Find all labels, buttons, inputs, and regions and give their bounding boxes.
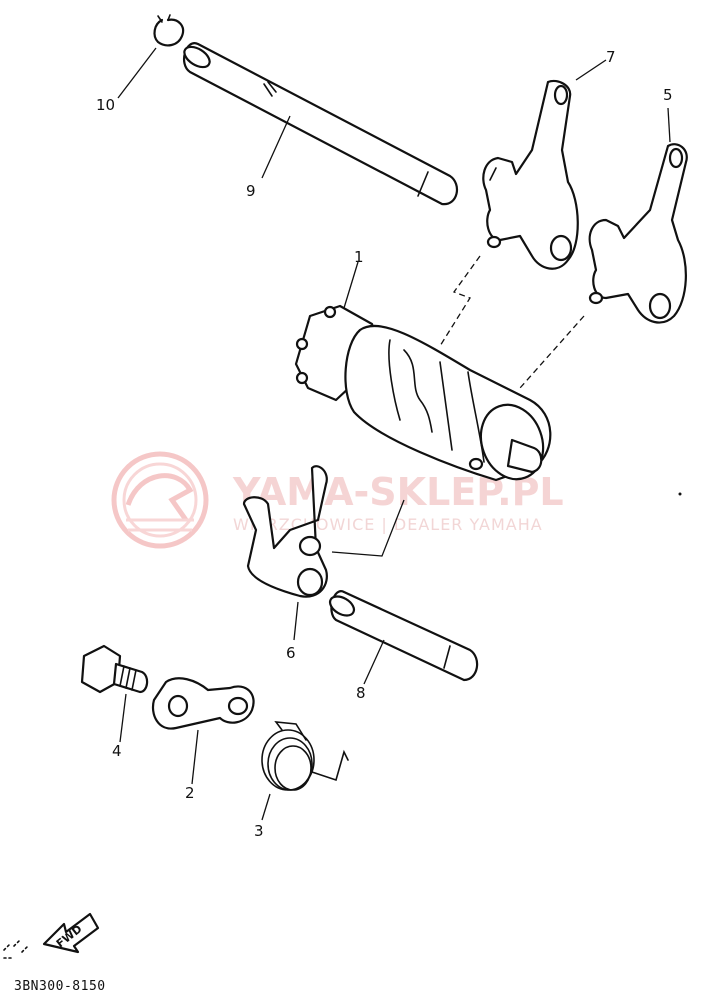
- torsion-spring-part-3: [261, 721, 349, 791]
- shift-fork-part-6: [242, 465, 328, 598]
- callout-8: 8: [356, 684, 366, 702]
- fwd-arrow-icon: FWD: [3, 912, 100, 959]
- shift-fork-part-5: [588, 143, 688, 324]
- circlip-part-10: [153, 14, 185, 47]
- leader-lines: [117, 47, 671, 821]
- callout-6: 6: [286, 644, 296, 662]
- callout-3: 3: [254, 822, 264, 840]
- shift-fork-part-7: [482, 79, 579, 270]
- diagram-code: 3BN300-8150: [14, 979, 106, 994]
- callout-7: 7: [606, 48, 616, 66]
- callout-2: 2: [185, 784, 195, 802]
- callout-4: 4: [112, 742, 122, 760]
- shift-drum-part-1: [294, 304, 552, 482]
- stopper-lever-part-2: [151, 677, 255, 730]
- shift-shaft-part-9: [182, 42, 459, 206]
- callouts: 1 2 3 4 5 6 7 8 9 10: [96, 48, 673, 840]
- callout-9: 9: [246, 182, 256, 200]
- watermark-subtitle: WIERZCHOWICE | DEALER YAMAHA: [233, 515, 543, 534]
- watermark-logo-icon: [111, 451, 209, 549]
- callout-10: 10: [96, 96, 115, 114]
- stray-dot: [678, 492, 682, 496]
- callout-1: 1: [354, 248, 364, 266]
- bolt-part-4: [80, 644, 149, 694]
- callout-5: 5: [663, 86, 673, 104]
- shift-shaft-part-8: [328, 590, 479, 682]
